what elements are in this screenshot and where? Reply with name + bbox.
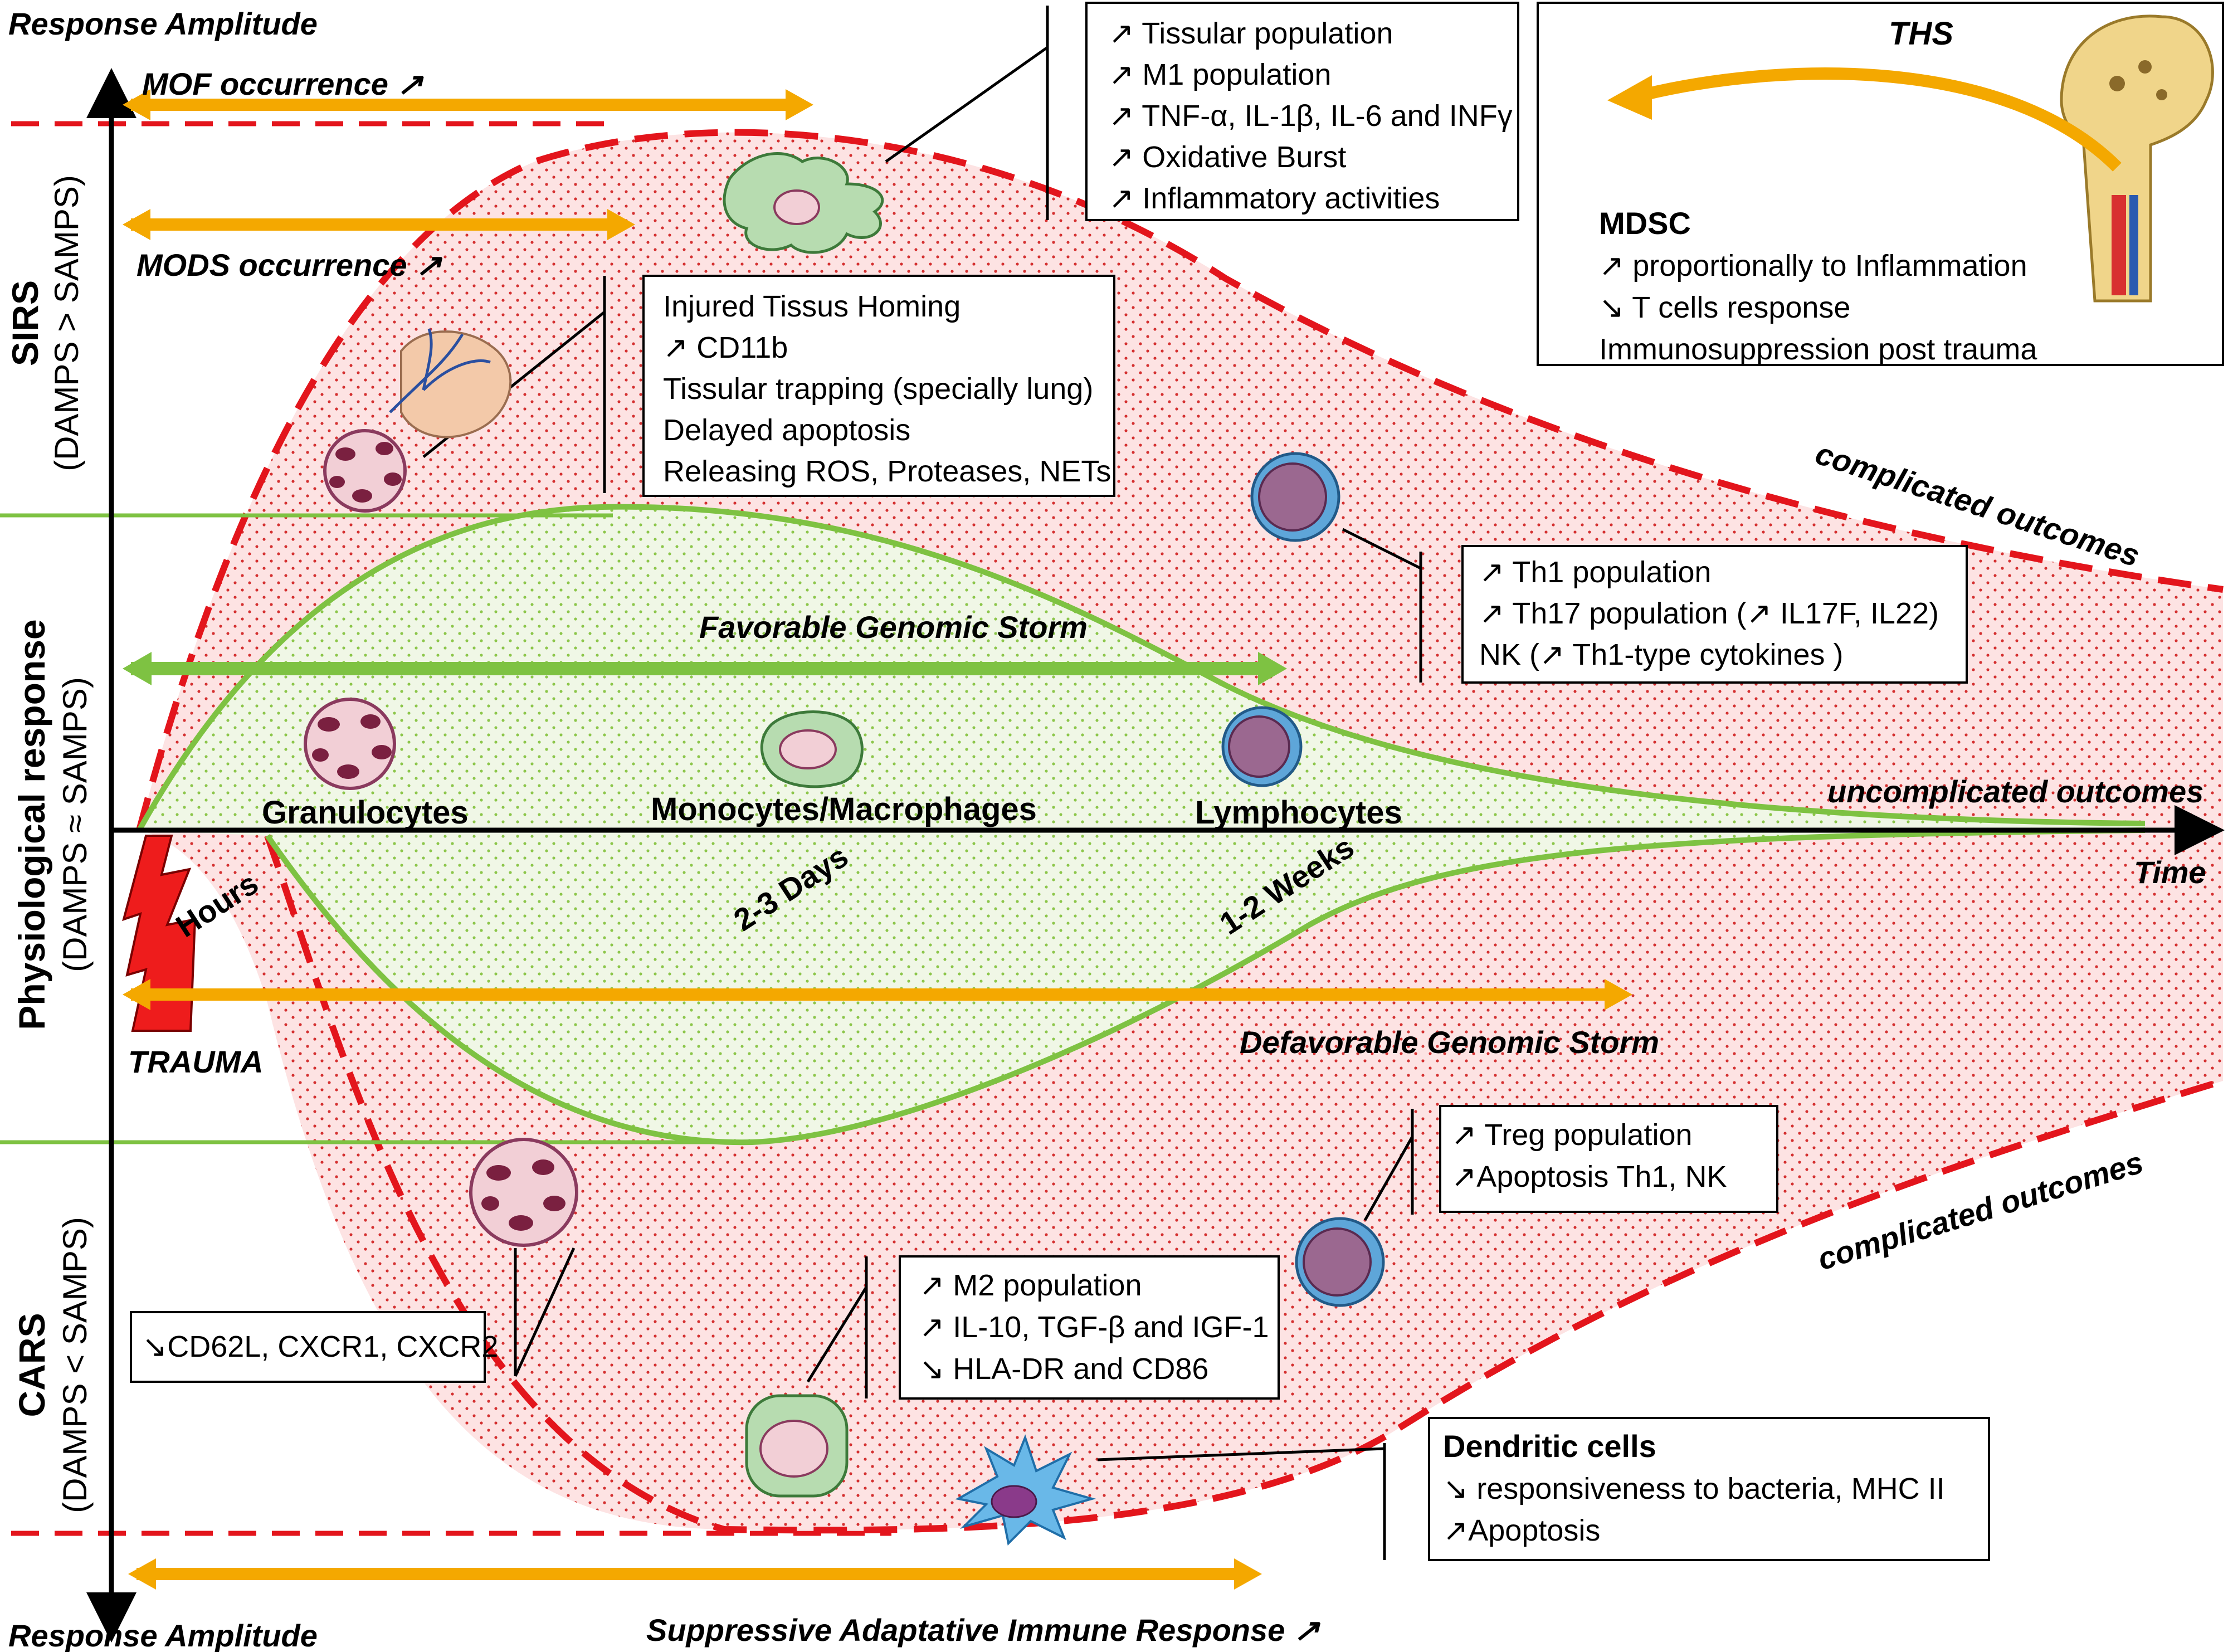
sirs-border [136, 129, 2224, 831]
svg-text:↗ CD11b: ↗ CD11b [663, 331, 788, 364]
svg-text:↗Apoptosis Th1, NK: ↗Apoptosis Th1, NK [1451, 1160, 1727, 1193]
ths-title: THS [1889, 16, 1953, 52]
monocytes-label: Monocytes/Macrophages [651, 791, 1037, 827]
mof-label: MOF occurrence ↗ [142, 66, 424, 101]
svg-text:Releasing ROS, Proteases, NETs: Releasing ROS, Proteases, NETs [663, 455, 1111, 488]
lymphocytes-label: Lymphocytes [1195, 795, 1402, 831]
favorable-storm-arrow [123, 652, 1287, 685]
sirs-title: SIRS [4, 280, 46, 366]
defavorable-storm-arrow [123, 979, 1632, 1010]
uncomplicated-outcomes: uncomplicated outcomes [1827, 774, 2203, 809]
tissue-homing-neutrophil-icon [323, 328, 512, 513]
mof-arrow [123, 89, 813, 120]
svg-text:↗ Inflammatory activities: ↗ Inflammatory activities [1109, 182, 1440, 215]
svg-text:↗ Tissular population: ↗ Tissular population [1109, 17, 1393, 50]
svg-text:↘ responsiveness to bacteria,: ↘ responsiveness to bacteria, MHC II [1443, 1472, 1945, 1505]
svg-text:↗ TNF-α, IL-1β, IL-6 and INFγ: ↗ TNF-α, IL-1β, IL-6 and INFγ [1109, 99, 1513, 133]
svg-text:↘ HLA-DR and CD86: ↘ HLA-DR and CD86 [919, 1352, 1208, 1386]
favorable-label: Favorable Genomic Storm [699, 610, 1088, 645]
connector-lines [422, 6, 1422, 1560]
neutrophil-homing-text: Injured Tissus Homing ↗ CD11b Tissular t… [663, 290, 1111, 488]
dendritic-box [1428, 1417, 1990, 1561]
m2-text: ↗ M2 population ↗ IL-10, TGF-β and IGF-1… [919, 1269, 1269, 1386]
mdsc-heading: MDSC [1599, 206, 1691, 241]
treg-box [1439, 1105, 1778, 1213]
sirs-subtitle: (DAMPS > SAMPS) [48, 175, 85, 471]
svg-text:↗ Th17 population (↗ IL17F, IL: ↗ Th17 population (↗ IL17F, IL22) [1479, 597, 1939, 630]
m1-box [1085, 2, 1519, 221]
ths-mdsc-text: THS MDSC ↗ proportionally to Inflammatio… [1599, 16, 2037, 366]
svg-text:↗ Treg population: ↗ Treg population [1451, 1118, 1693, 1152]
svg-text:↗ Oxidative Burst: ↗ Oxidative Burst [1109, 140, 1346, 174]
treg-lymphocyte-icon [1295, 1217, 1385, 1307]
suppressive-label: Suppressive Adaptative Immune Response ↗ [646, 1612, 1321, 1648]
th-cells-box [1461, 545, 1968, 684]
svg-text:↗ proportionally to Inflammati: ↗ proportionally to Inflammation [1599, 249, 2027, 282]
cars-subtitle: (DAMPS < SAMPS) [56, 1217, 94, 1513]
trauma-label: TRAUMA [128, 1044, 264, 1079]
time-axis-label: Time [2134, 855, 2206, 890]
svg-text:Tissular trapping (specially l: Tissular trapping (specially lung) [663, 372, 1093, 406]
m2-macrophage-icon [745, 1394, 849, 1498]
mods-arrow [123, 209, 635, 240]
m1-box-text: ↗ Tissular population ↗ M1 population ↗ … [1109, 17, 1513, 215]
dendritic-cell-icon [955, 1434, 1096, 1546]
svg-text:NK (↗ Th1-type cytokines ): NK (↗ Th1-type cytokines ) [1479, 638, 1843, 671]
svg-text:Immunosuppression post trauma: Immunosuppression post trauma [1599, 333, 2037, 366]
svg-text:Delayed apoptosis: Delayed apoptosis [663, 413, 910, 447]
svg-text:↗ Th1 population: ↗ Th1 population [1479, 555, 1712, 589]
physio-subtitle: (DAMPS ≈ SAMPS) [56, 677, 94, 972]
physiological-upper-curve [136, 504, 2146, 832]
th1-lymphocyte-icon [1250, 452, 1340, 542]
physio-title: Physiological response [11, 619, 52, 1030]
lymphocyte-icon [1221, 706, 1303, 787]
svg-text:Injured Tissus Homing: Injured Tissus Homing [663, 290, 961, 323]
top-axis-label: Response Amplitude [8, 6, 318, 41]
neutrophil-homing-box [642, 275, 1115, 497]
cd62l-text: ↘CD62L, CXCR1, CXCR2 [142, 1330, 498, 1363]
th-cells-text: ↗ Th1 population ↗ Th17 population (↗ IL… [1479, 555, 1939, 671]
svg-text:↗Apoptosis: ↗Apoptosis [1443, 1514, 1600, 1547]
monocyte-icon [760, 710, 864, 788]
trauma-lightning-icon [122, 835, 197, 1032]
svg-text:↗ M1 population: ↗ M1 population [1109, 58, 1332, 91]
cd62l-box [130, 1311, 486, 1383]
m2-box [899, 1255, 1280, 1400]
defavorable-label: Defavorable Genomic Storm [1240, 1025, 1659, 1060]
suppressed-neutrophil-icon [469, 1138, 578, 1247]
inflammatory-macrophage-icon [723, 152, 884, 254]
svg-text:↗ IL-10, TGF-β and IGF-1: ↗ IL-10, TGF-β and IGF-1 [919, 1310, 1269, 1344]
bottom-axis-label: Response Amplitude [8, 1618, 318, 1652]
cars-title: CARS [11, 1313, 52, 1417]
suppressive-response-arrow [128, 1558, 1262, 1590]
ths-curved-arrow [1642, 67, 2122, 172]
granulocytes-label: Granulocytes [262, 795, 469, 831]
svg-text:↘CD62L, CXCR1, CXCR2: ↘CD62L, CXCR1, CXCR2 [142, 1330, 498, 1363]
mods-label: MODS occurrence ↗ [136, 247, 443, 282]
treg-text: ↗ Treg population ↗Apoptosis Th1, NK [1451, 1118, 1727, 1193]
dendritic-heading: Dendritic cells [1443, 1429, 1656, 1464]
svg-text:↘ T cells response: ↘ T cells response [1599, 291, 1850, 324]
granulocyte-icon [304, 698, 396, 790]
physiological-lower-curve [265, 827, 2146, 1146]
svg-text:↗ M2 population: ↗ M2 population [919, 1269, 1142, 1302]
ths-arrowhead [1607, 75, 1652, 120]
dendritic-text: Dendritic cells ↘ responsiveness to bact… [1443, 1429, 1945, 1547]
cars-border [264, 835, 2224, 1534]
